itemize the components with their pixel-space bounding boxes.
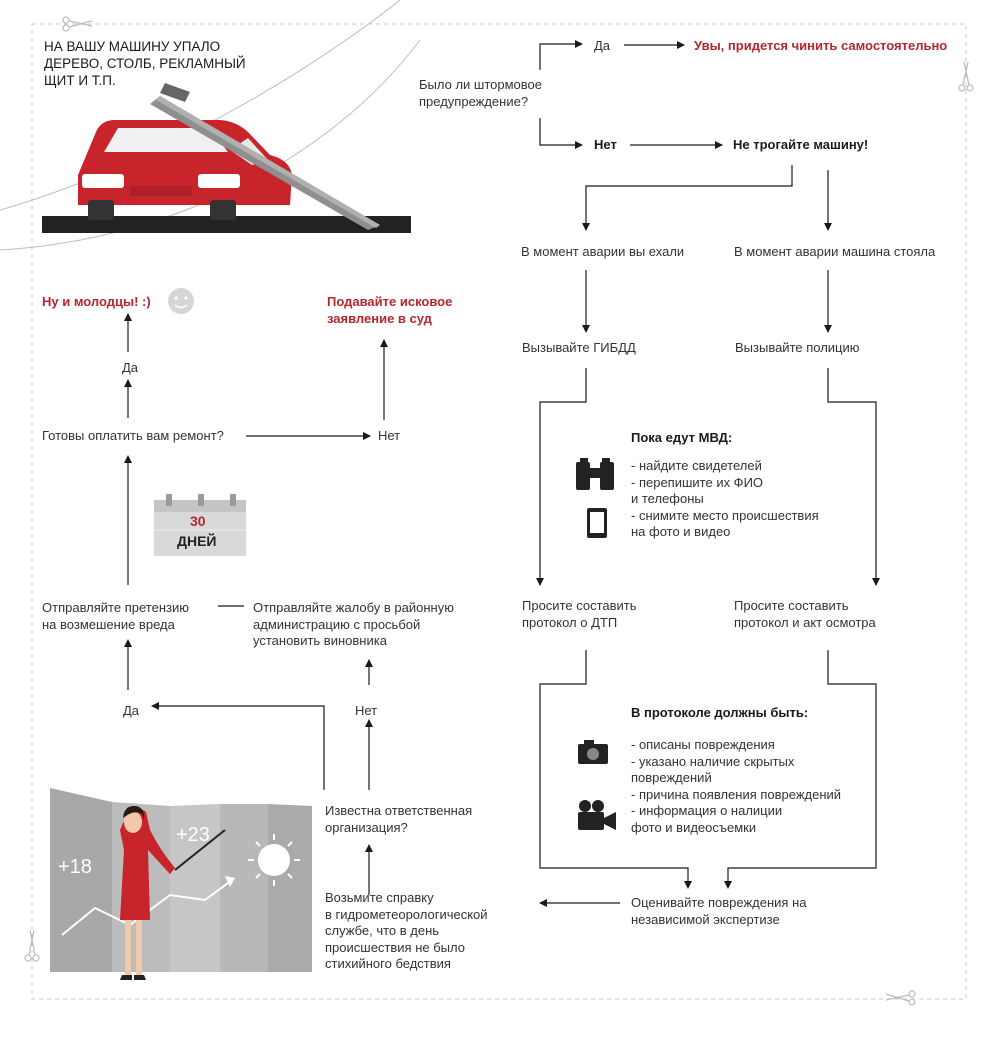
protocol-act: Просите составить протокол и акт осмотра (734, 598, 876, 630)
answer-yes-top: Да (122, 360, 139, 375)
protocol-title: В протоколе должны быть: (631, 705, 809, 720)
phone-icon (587, 508, 607, 538)
car-illustration (42, 83, 411, 233)
dashed-border (31, 23, 967, 1000)
calendar-icon (154, 494, 246, 556)
connector (536, 40, 880, 907)
video-camera-icon (578, 800, 616, 830)
well-done: Ну и молодцы! :) (42, 294, 151, 309)
answer-no-top: Нет (378, 428, 401, 443)
storm-warning-question: Было ли штормовое предупреждение? (419, 77, 542, 109)
mvd-instructions: - найдите свидетелей - перепишите их ФИО… (631, 458, 819, 539)
scissors-icon (62, 16, 93, 32)
camera-icon (578, 740, 608, 764)
independent-expertise: Оценивайте повреждения на независимой эк… (631, 895, 807, 927)
car-was-driving: В момент аварии вы ехали (521, 244, 685, 259)
smiley-icon (168, 288, 194, 314)
send-claim: Отправляйте претензию на возмешение вред… (42, 600, 189, 632)
binoculars-icon (576, 458, 614, 490)
file-lawsuit: Подавайте исковое заявление в суд (327, 294, 453, 326)
answer-no-bottom: Нет (355, 703, 378, 718)
get-certificate: Возьмите справку в гидрометеорологическо… (325, 890, 488, 971)
calendar-label: ДНЕЙ (177, 533, 217, 549)
presenter-illustration (50, 788, 312, 980)
dont-touch-car: Не трогайте машину! (733, 137, 869, 152)
connector (124, 313, 388, 895)
mvd-title: Пока едут МВД: (631, 430, 733, 445)
car-was-parked: В момент аварии машина стояла (734, 244, 936, 259)
call-gibdd: Вызывайте ГИБДД (522, 340, 636, 355)
answer-yes-bottom: Да (123, 703, 140, 718)
repair-yourself-result: Увы, придется чинить самостоятельно (694, 38, 948, 53)
temperature-label: +23 (176, 824, 210, 846)
calendar-number: 30 (190, 513, 206, 529)
scissors-icon (958, 61, 974, 92)
ready-to-pay-question: Готовы оплатить вам ремонт? (42, 428, 224, 443)
scissors-icon (24, 929, 40, 962)
protocol-instructions: - описаны повреждения - указано наличие … (631, 737, 842, 835)
header-title: НА ВАШУ МАШИНУ УПАЛО ДЕРЕВО, СТОЛБ, РЕКЛ… (44, 39, 246, 88)
protocol-dtp: Просите составить протокол о ДТП (522, 598, 637, 630)
answer-no: Нет (594, 137, 617, 152)
send-complaint: Отправляйте жалобу в районную администра… (253, 600, 454, 648)
call-police: Вызывайте полицию (735, 340, 860, 355)
scissors-icon (885, 990, 916, 1006)
answer-yes: Да (594, 38, 611, 53)
known-organization-question: Известна ответственная организация? (325, 803, 473, 835)
temperature-label: +18 (58, 856, 92, 878)
